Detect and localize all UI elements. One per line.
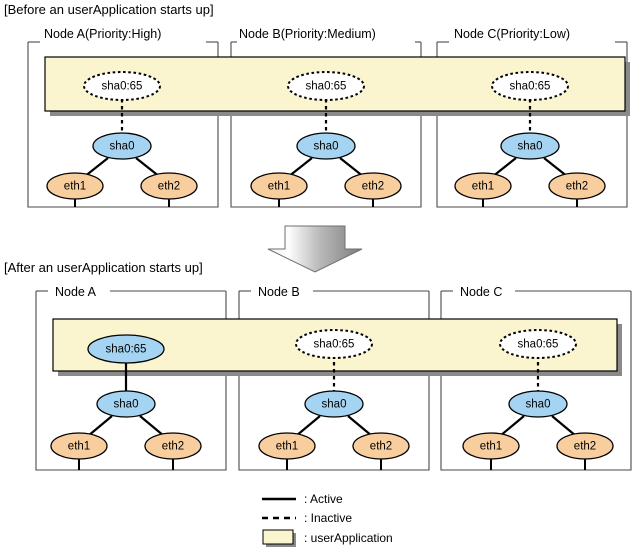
eth-ellipse-after-b1: eth1 <box>258 432 316 470</box>
legend-item-active: : Active <box>262 492 343 506</box>
eth-label-before-a2: eth2 <box>158 181 180 193</box>
sha-label-before-a: sha0 <box>110 141 135 153</box>
eth-label-before-c2: eth2 <box>566 181 588 193</box>
eth-ellipse-after-b2: eth2 <box>352 432 410 470</box>
sha-ellipse-after-c: sha0 <box>508 390 568 418</box>
sha-eth-links-after-a <box>87 415 165 437</box>
group-box-after-node-a: Node A <box>35 285 227 471</box>
eth-label-after-a1: eth1 <box>68 441 90 453</box>
sha-eth-links-after-b <box>295 415 373 437</box>
legend: : Active : Inactive : userApplication <box>262 492 393 547</box>
eth-label-before-b2: eth2 <box>362 181 384 193</box>
eth-label-after-a2: eth2 <box>162 441 184 453</box>
legend-yellow-swatch-icon <box>262 529 294 545</box>
vip-label-after-a: sha0:65 <box>106 344 147 356</box>
eth-label-before-c1: eth1 <box>472 181 494 193</box>
section-title-after: [After an userApplication starts up] <box>4 260 203 275</box>
sha-eth-links-before-b <box>287 157 365 178</box>
sha-label-before-c: sha0 <box>518 141 543 153</box>
eth-ellipse-after-c2: eth2 <box>556 432 614 470</box>
vip-label-after-b: sha0:65 <box>314 339 355 351</box>
legend-item-userapplication: : userApplication <box>262 529 393 547</box>
sha-ellipse-after-a: sha0 <box>96 390 156 418</box>
vip-label-before-b: sha0:65 <box>306 81 347 93</box>
group-box-before-node-a: Node A(Priority:High) <box>27 27 219 208</box>
sha-label-after-a: sha0 <box>114 399 139 411</box>
sha-label-after-b: sha0 <box>322 399 347 411</box>
legend-label-inactive: : Inactive <box>304 511 352 525</box>
sha-ellipse-before-a: sha0 <box>92 132 152 160</box>
legend-label-active: : Active <box>304 492 343 506</box>
sha-eth-links-after-c <box>499 415 577 437</box>
eth-ellipse-before-c2: eth2 <box>548 172 606 207</box>
eth-ellipse-after-a1: eth1 <box>50 432 108 470</box>
group-box-after-node-c: Node C <box>440 285 632 471</box>
node-label-after-a: Node A <box>55 285 97 299</box>
sha-ellipse-before-c: sha0 <box>500 132 560 160</box>
sha-eth-links-before-c <box>491 157 569 178</box>
vip-ellipse-after-c: sha0:65 <box>499 329 577 359</box>
legend-item-inactive: : Inactive <box>262 511 352 525</box>
sha-label-after-c: sha0 <box>526 399 551 411</box>
vip-label-before-c: sha0:65 <box>510 81 551 93</box>
transition-arrow <box>267 225 363 273</box>
sha-label-before-b: sha0 <box>314 141 339 153</box>
node-label-before-c: Node C(Priority:Low) <box>454 27 570 41</box>
legend-label-userapplication: : userApplication <box>304 531 393 545</box>
node-label-after-b: Node B <box>258 285 300 299</box>
vip-ellipse-after-a: sha0:65 <box>87 334 165 364</box>
sha-ellipse-after-b: sha0 <box>304 390 364 418</box>
eth-ellipse-before-b2: eth2 <box>344 172 402 207</box>
sha-ellipse-before-b: sha0 <box>296 132 356 160</box>
eth-ellipse-after-c1: eth1 <box>462 432 520 470</box>
eth-ellipse-before-b1: eth1 <box>250 172 308 207</box>
sha-eth-links-before-a <box>83 157 161 178</box>
eth-ellipse-before-a2: eth2 <box>140 172 198 207</box>
eth-ellipse-after-a2: eth2 <box>144 432 202 470</box>
eth-ellipse-before-c1: eth1 <box>454 172 512 207</box>
node-label-before-a: Node A(Priority:High) <box>44 27 161 41</box>
group-box-before-node-c: Node C(Priority:Low) <box>436 27 628 208</box>
vip-label-before-a: sha0:65 <box>102 81 143 93</box>
eth-label-before-b1: eth1 <box>268 181 290 193</box>
vip-ellipse-after-b: sha0:65 <box>295 329 373 359</box>
vip-ellipse-before-b: sha0:65 <box>287 71 365 101</box>
eth-label-after-c2: eth2 <box>574 441 596 453</box>
vip-ellipse-before-c: sha0:65 <box>491 71 569 101</box>
vip-ellipse-before-a: sha0:65 <box>83 71 161 101</box>
eth-label-before-a1: eth1 <box>64 181 86 193</box>
node-label-before-b: Node B(Priority:Medium) <box>239 27 376 41</box>
eth-label-after-b2: eth2 <box>370 441 392 453</box>
eth-ellipse-before-a1: eth1 <box>46 172 104 207</box>
group-box-after-node-b: Node B <box>238 285 430 471</box>
node-label-after-c: Node C <box>460 285 502 299</box>
group-box-before-node-b: Node B(Priority:Medium) <box>230 27 422 208</box>
eth-label-after-c1: eth1 <box>480 441 502 453</box>
eth-label-after-b1: eth1 <box>276 441 298 453</box>
vip-label-after-c: sha0:65 <box>518 339 559 351</box>
section-title-before: [Before an userApplication starts up] <box>4 2 214 17</box>
